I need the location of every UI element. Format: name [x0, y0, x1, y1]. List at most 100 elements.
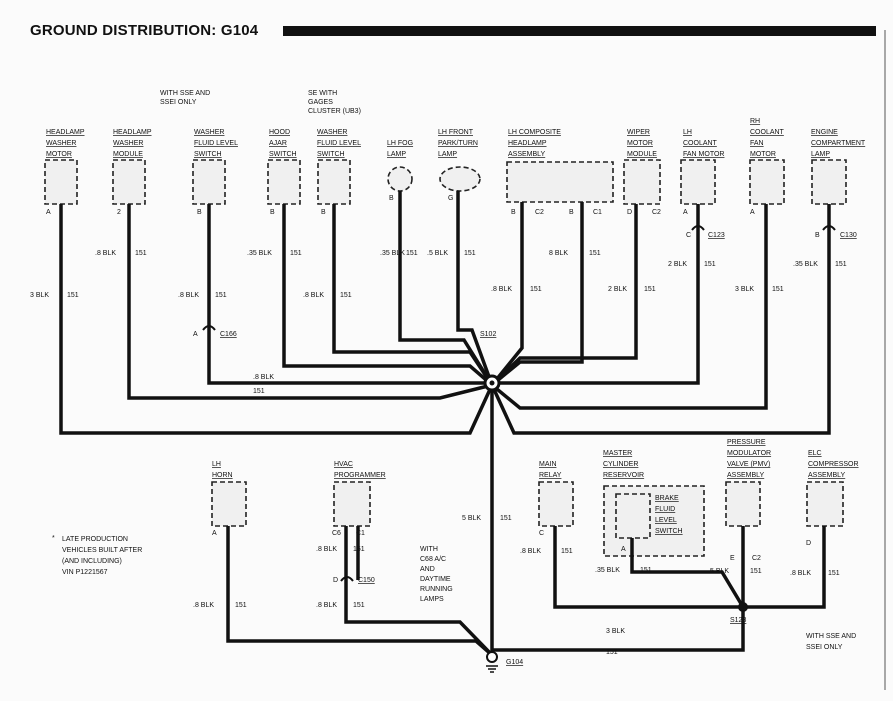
- svg-text:3 BLK: 3 BLK: [606, 628, 625, 635]
- svg-text:LH COMPOSITE: LH COMPOSITE: [508, 129, 561, 136]
- svg-text:.8 BLK: .8 BLK: [790, 570, 811, 577]
- svg-text:AND: AND: [420, 566, 435, 573]
- svg-text:MODULE: MODULE: [113, 151, 143, 158]
- svg-text:151: 151: [500, 515, 512, 522]
- top-connectors: A C166 C C123 B C130: [193, 225, 857, 338]
- svg-text:B: B: [815, 232, 820, 239]
- hvac-programmer-box: [333, 481, 371, 527]
- lh-fog-lamp-symbol: [387, 166, 413, 192]
- svg-text:151: 151: [290, 250, 302, 257]
- svg-text:RESERVOIR: RESERVOIR: [603, 472, 644, 479]
- svg-text:151: 151: [67, 292, 79, 299]
- svg-text:COMPARTMENT: COMPARTMENT: [811, 140, 866, 147]
- svg-text:FLUID LEVEL: FLUID LEVEL: [317, 140, 361, 147]
- svg-text:.35 BLK: .35 BLK: [380, 250, 405, 257]
- lh-composite-headlamp-box: [506, 161, 614, 203]
- svg-text:3 BLK: 3 BLK: [30, 292, 49, 299]
- svg-text:151: 151: [835, 261, 847, 268]
- lh-horn-box: [211, 481, 247, 527]
- svg-text:WITH SSE AND: WITH SSE AND: [806, 633, 856, 640]
- component-label-lh-coolant-fan-motor: LH COOLANT FAN MOTOR: [683, 129, 724, 158]
- component-label-headlamp-washer-module: HEADLAMP WASHER MODULE: [113, 129, 152, 158]
- note-sse-ssei-bottom: WITH SSE AND SSEI ONLY: [806, 633, 856, 651]
- svg-text:.8 BLK: .8 BLK: [193, 602, 214, 609]
- svg-text:151: 151: [704, 261, 716, 268]
- svg-text:HEADLAMP: HEADLAMP: [46, 129, 85, 136]
- hood-ajar-switch-box: [267, 159, 301, 205]
- svg-text:151: 151: [353, 546, 365, 553]
- svg-text:RUNNING: RUNNING: [420, 586, 453, 593]
- svg-text:151: 151: [750, 568, 762, 575]
- svg-text:.8 BLK: .8 BLK: [95, 250, 116, 257]
- svg-text:.35 BLK: .35 BLK: [793, 261, 818, 268]
- bottom-pin-labels: A C6 C1 C A E C2 D: [212, 530, 811, 562]
- svg-text:RELAY: RELAY: [539, 472, 562, 479]
- note-sse-ssei-top: WITH SSE AND SSEI ONLY: [160, 90, 210, 106]
- svg-text:SSEI ONLY: SSEI ONLY: [806, 644, 843, 651]
- svg-text:.8 BLK: .8 BLK: [316, 602, 337, 609]
- lh-coolant-fan-motor-box: [680, 159, 716, 205]
- svg-text:151: 151: [406, 250, 418, 257]
- svg-text:MODULE: MODULE: [627, 151, 657, 158]
- svg-text:A: A: [750, 209, 755, 216]
- svg-text:.8 BLK: .8 BLK: [316, 546, 337, 553]
- svg-text:WASHER: WASHER: [317, 129, 347, 136]
- svg-text:D: D: [333, 577, 338, 584]
- svg-text:ASSEMBLY: ASSEMBLY: [808, 472, 846, 479]
- svg-text:AJAR: AJAR: [269, 140, 287, 147]
- rh-coolant-fan-motor-box: [749, 159, 785, 205]
- svg-text:CLUSTER (UB3): CLUSTER (UB3): [308, 108, 361, 115]
- svg-text:FAN: FAN: [750, 140, 764, 147]
- pmv-assembly-box: [725, 481, 761, 527]
- bottom-connectors: D C150: [333, 576, 375, 584]
- svg-text:LAMP: LAMP: [438, 151, 457, 158]
- svg-text:MODULATOR: MODULATOR: [727, 450, 771, 457]
- svg-text:PRESSURE: PRESSURE: [727, 439, 766, 446]
- headlamp-washer-module-box: [112, 159, 146, 205]
- bottom-component-labels: LH HORN HVAC PROGRAMMER MAIN RELAY MASTE…: [212, 439, 859, 479]
- svg-text:.35 BLK: .35 BLK: [247, 250, 272, 257]
- svg-text:A: A: [46, 209, 51, 216]
- washer-fluid-switch-2-box: [317, 159, 351, 205]
- svg-text:LH FOG: LH FOG: [387, 140, 413, 147]
- svg-text:LH: LH: [683, 129, 692, 136]
- engine-compartment-lamp-box: [811, 159, 847, 205]
- ground-g104: G104: [486, 651, 523, 673]
- svg-text:151: 151: [253, 388, 265, 395]
- note-se-with-gauges: SE WITH GAGES CLUSTER (UB3): [308, 90, 361, 115]
- svg-text:.8 BLK: .8 BLK: [253, 374, 274, 381]
- svg-text:3 BLK: 3 BLK: [735, 286, 754, 293]
- svg-text:WITH: WITH: [420, 546, 438, 553]
- svg-text:2 BLK: 2 BLK: [668, 261, 687, 268]
- svg-text:151: 151: [606, 649, 618, 656]
- svg-text:SWITCH: SWITCH: [269, 151, 297, 158]
- svg-text:8 BLK: 8 BLK: [549, 250, 568, 257]
- svg-text:MOTOR: MOTOR: [627, 140, 653, 147]
- top-wires: [59, 191, 831, 655]
- svg-text:SWITCH: SWITCH: [317, 151, 345, 158]
- svg-text:GAGES: GAGES: [308, 99, 333, 106]
- svg-text:C1: C1: [593, 209, 602, 216]
- component-label-lh-front-park-turn-lamp: LH FRONT PARK/TURN LAMP: [438, 129, 478, 158]
- svg-text:151: 151: [644, 286, 656, 293]
- svg-text:CYLINDER: CYLINDER: [603, 461, 638, 468]
- svg-text:151: 151: [235, 602, 247, 609]
- svg-text:SWITCH: SWITCH: [655, 528, 683, 535]
- svg-text:VEHICLES BUILT AFTER: VEHICLES BUILT AFTER: [62, 547, 142, 554]
- svg-text:HORN: HORN: [212, 472, 233, 479]
- brake-fluid-switch-label: BRAKE FLUID LEVEL SWITCH: [655, 495, 683, 535]
- svg-text:LAMPS: LAMPS: [420, 596, 444, 603]
- svg-text:.8 BLK: .8 BLK: [491, 286, 512, 293]
- svg-text:.35 BLK: .35 BLK: [595, 567, 620, 574]
- svg-text:151: 151: [353, 602, 365, 609]
- svg-text:S123: S123: [730, 617, 746, 624]
- washer-fluid-switch-1-box: [192, 159, 226, 205]
- svg-text:C2: C2: [652, 209, 661, 216]
- svg-text:PARK/TURN: PARK/TURN: [438, 140, 478, 147]
- svg-text:5 BLK: 5 BLK: [462, 515, 481, 522]
- svg-text:WITH SSE AND: WITH SSE AND: [160, 90, 210, 97]
- top-pin-labels: A 2 B B B B G B C2 B C1 D C2 A A: [46, 195, 755, 216]
- svg-text:151: 151: [135, 250, 147, 257]
- svg-text:ASSEMBLY: ASSEMBLY: [727, 472, 765, 479]
- component-label-hood-ajar-switch: HOOD AJAR SWITCH: [269, 129, 297, 158]
